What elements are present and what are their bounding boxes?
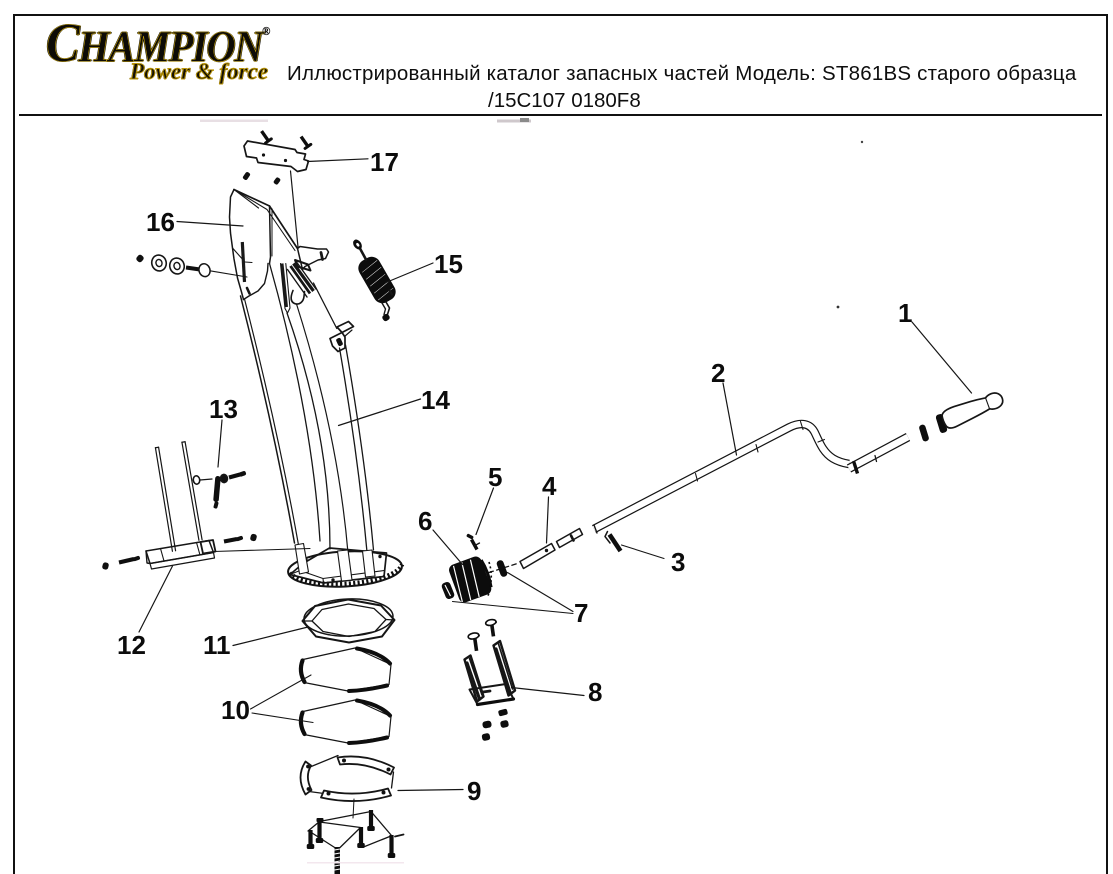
svg-text:9: 9 bbox=[467, 776, 481, 806]
svg-text:11: 11 bbox=[203, 630, 231, 660]
svg-text:6: 6 bbox=[418, 506, 432, 536]
svg-text:13: 13 bbox=[209, 394, 238, 424]
svg-text:14: 14 bbox=[421, 385, 450, 415]
svg-text:8: 8 bbox=[588, 677, 602, 707]
svg-text:7: 7 bbox=[574, 598, 588, 628]
svg-text:10: 10 bbox=[221, 695, 250, 725]
svg-text:3: 3 bbox=[671, 547, 685, 577]
svg-text:15: 15 bbox=[434, 249, 463, 279]
svg-text:4: 4 bbox=[542, 471, 557, 501]
svg-text:12: 12 bbox=[117, 630, 146, 660]
svg-text:2: 2 bbox=[711, 358, 725, 388]
svg-text:5: 5 bbox=[488, 462, 502, 492]
svg-text:1: 1 bbox=[898, 298, 912, 328]
svg-text:16: 16 bbox=[146, 207, 175, 237]
svg-text:17: 17 bbox=[370, 147, 399, 177]
